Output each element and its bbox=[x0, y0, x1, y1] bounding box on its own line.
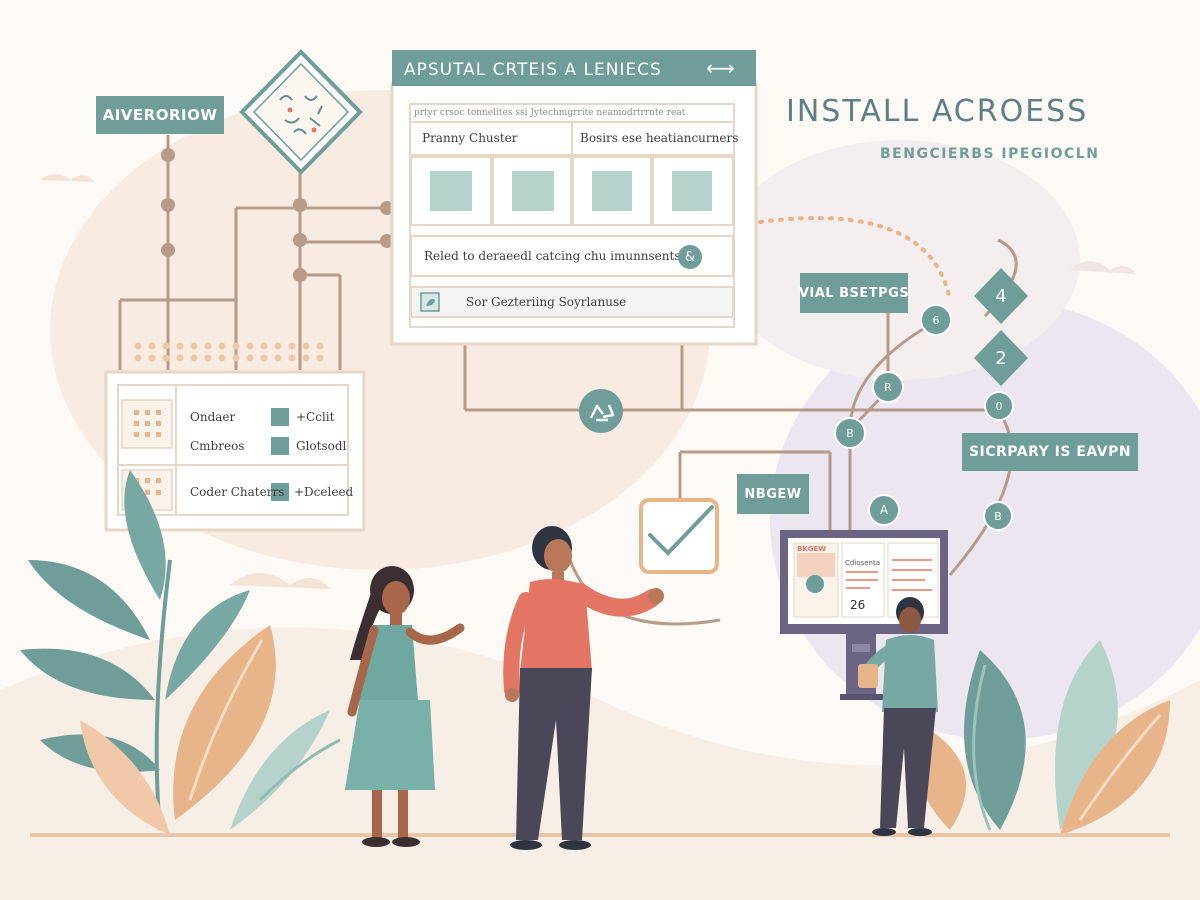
badge-number: B bbox=[994, 509, 1002, 523]
page-subtitle: BENGCIERBS IPEGIOCLN bbox=[880, 146, 1100, 162]
side-panel-value[interactable]: +Cclit bbox=[296, 410, 335, 424]
window-title: APSUTAL CRTEIS A LENIECS bbox=[404, 60, 662, 80]
label-aiverorow: AIVERORIOW bbox=[96, 96, 224, 134]
kiosk-tab: BKGEW bbox=[797, 545, 827, 553]
thumbnail[interactable] bbox=[672, 171, 712, 211]
label-vial: VIAL BSETPGS bbox=[799, 273, 909, 313]
window-tiny-row: prtyr crsoc tonnelites ssi Jytechmgrrite… bbox=[414, 108, 686, 118]
badge-number: 4 bbox=[995, 285, 1007, 307]
cloud-icon bbox=[230, 573, 330, 589]
page-title: INSTALL ACROESS bbox=[786, 94, 1089, 129]
cloud-icon bbox=[1070, 261, 1136, 274]
column-header-right: Bosirs ese heatiancurners bbox=[580, 131, 739, 145]
plant-left bbox=[20, 470, 341, 835]
thumbnail[interactable] bbox=[512, 171, 554, 211]
label-sicrpary: SICRPARY IS EAVPN bbox=[962, 433, 1138, 471]
dotted-connector bbox=[758, 216, 952, 302]
side-panel-label: Cmbreos bbox=[190, 439, 245, 453]
label-nbgew: NBGEW bbox=[737, 474, 809, 514]
badge-number: 6 bbox=[932, 313, 940, 327]
side-panel-label: Coder Chaterrs bbox=[190, 485, 285, 499]
kiosk-tab: Cdiosenta bbox=[845, 559, 880, 567]
thumbnail[interactable] bbox=[430, 171, 472, 211]
badge-number: A bbox=[879, 503, 889, 517]
number-badges bbox=[834, 268, 1028, 531]
notice-text: Reled to deraeedl catcing chu imunnsents bbox=[424, 249, 681, 263]
thumbnail[interactable] bbox=[592, 171, 632, 211]
kiosk-number: 26 bbox=[850, 598, 866, 612]
recycle-icon bbox=[579, 389, 623, 433]
side-panel-value[interactable]: Glotsodl bbox=[296, 439, 347, 453]
kiosk-monitor bbox=[780, 530, 948, 700]
person-icon bbox=[345, 566, 465, 847]
badge-number: R bbox=[884, 380, 892, 394]
ampersand-icon[interactable]: & bbox=[678, 245, 702, 269]
double-arrow-icon[interactable]: ⟷ bbox=[706, 56, 735, 80]
side-panel-label: Ondaer bbox=[190, 410, 236, 424]
search-row bbox=[410, 286, 734, 318]
person-icon bbox=[858, 597, 938, 836]
background-hill bbox=[0, 627, 1200, 900]
pattern-diamond-icon bbox=[239, 49, 363, 175]
badge-number: 0 bbox=[995, 399, 1003, 413]
background-blob bbox=[720, 140, 1080, 380]
cloud-icon bbox=[40, 174, 95, 182]
main-window-titlebar bbox=[392, 50, 756, 86]
person-icon bbox=[503, 526, 664, 850]
side-panel-value[interactable]: +Dceleed bbox=[294, 485, 354, 499]
flow-connectors bbox=[118, 135, 1018, 626]
badge-number: B bbox=[846, 426, 854, 440]
column-header-left: Pranny Chuster bbox=[422, 131, 518, 145]
checkmark-icon bbox=[639, 498, 719, 574]
badge-number: 2 bbox=[995, 347, 1007, 369]
plant-right bbox=[918, 640, 1170, 835]
dotted-strip bbox=[134, 342, 324, 362]
search-row-text: Sor Gezteriing Soyrlanuse bbox=[466, 295, 627, 309]
